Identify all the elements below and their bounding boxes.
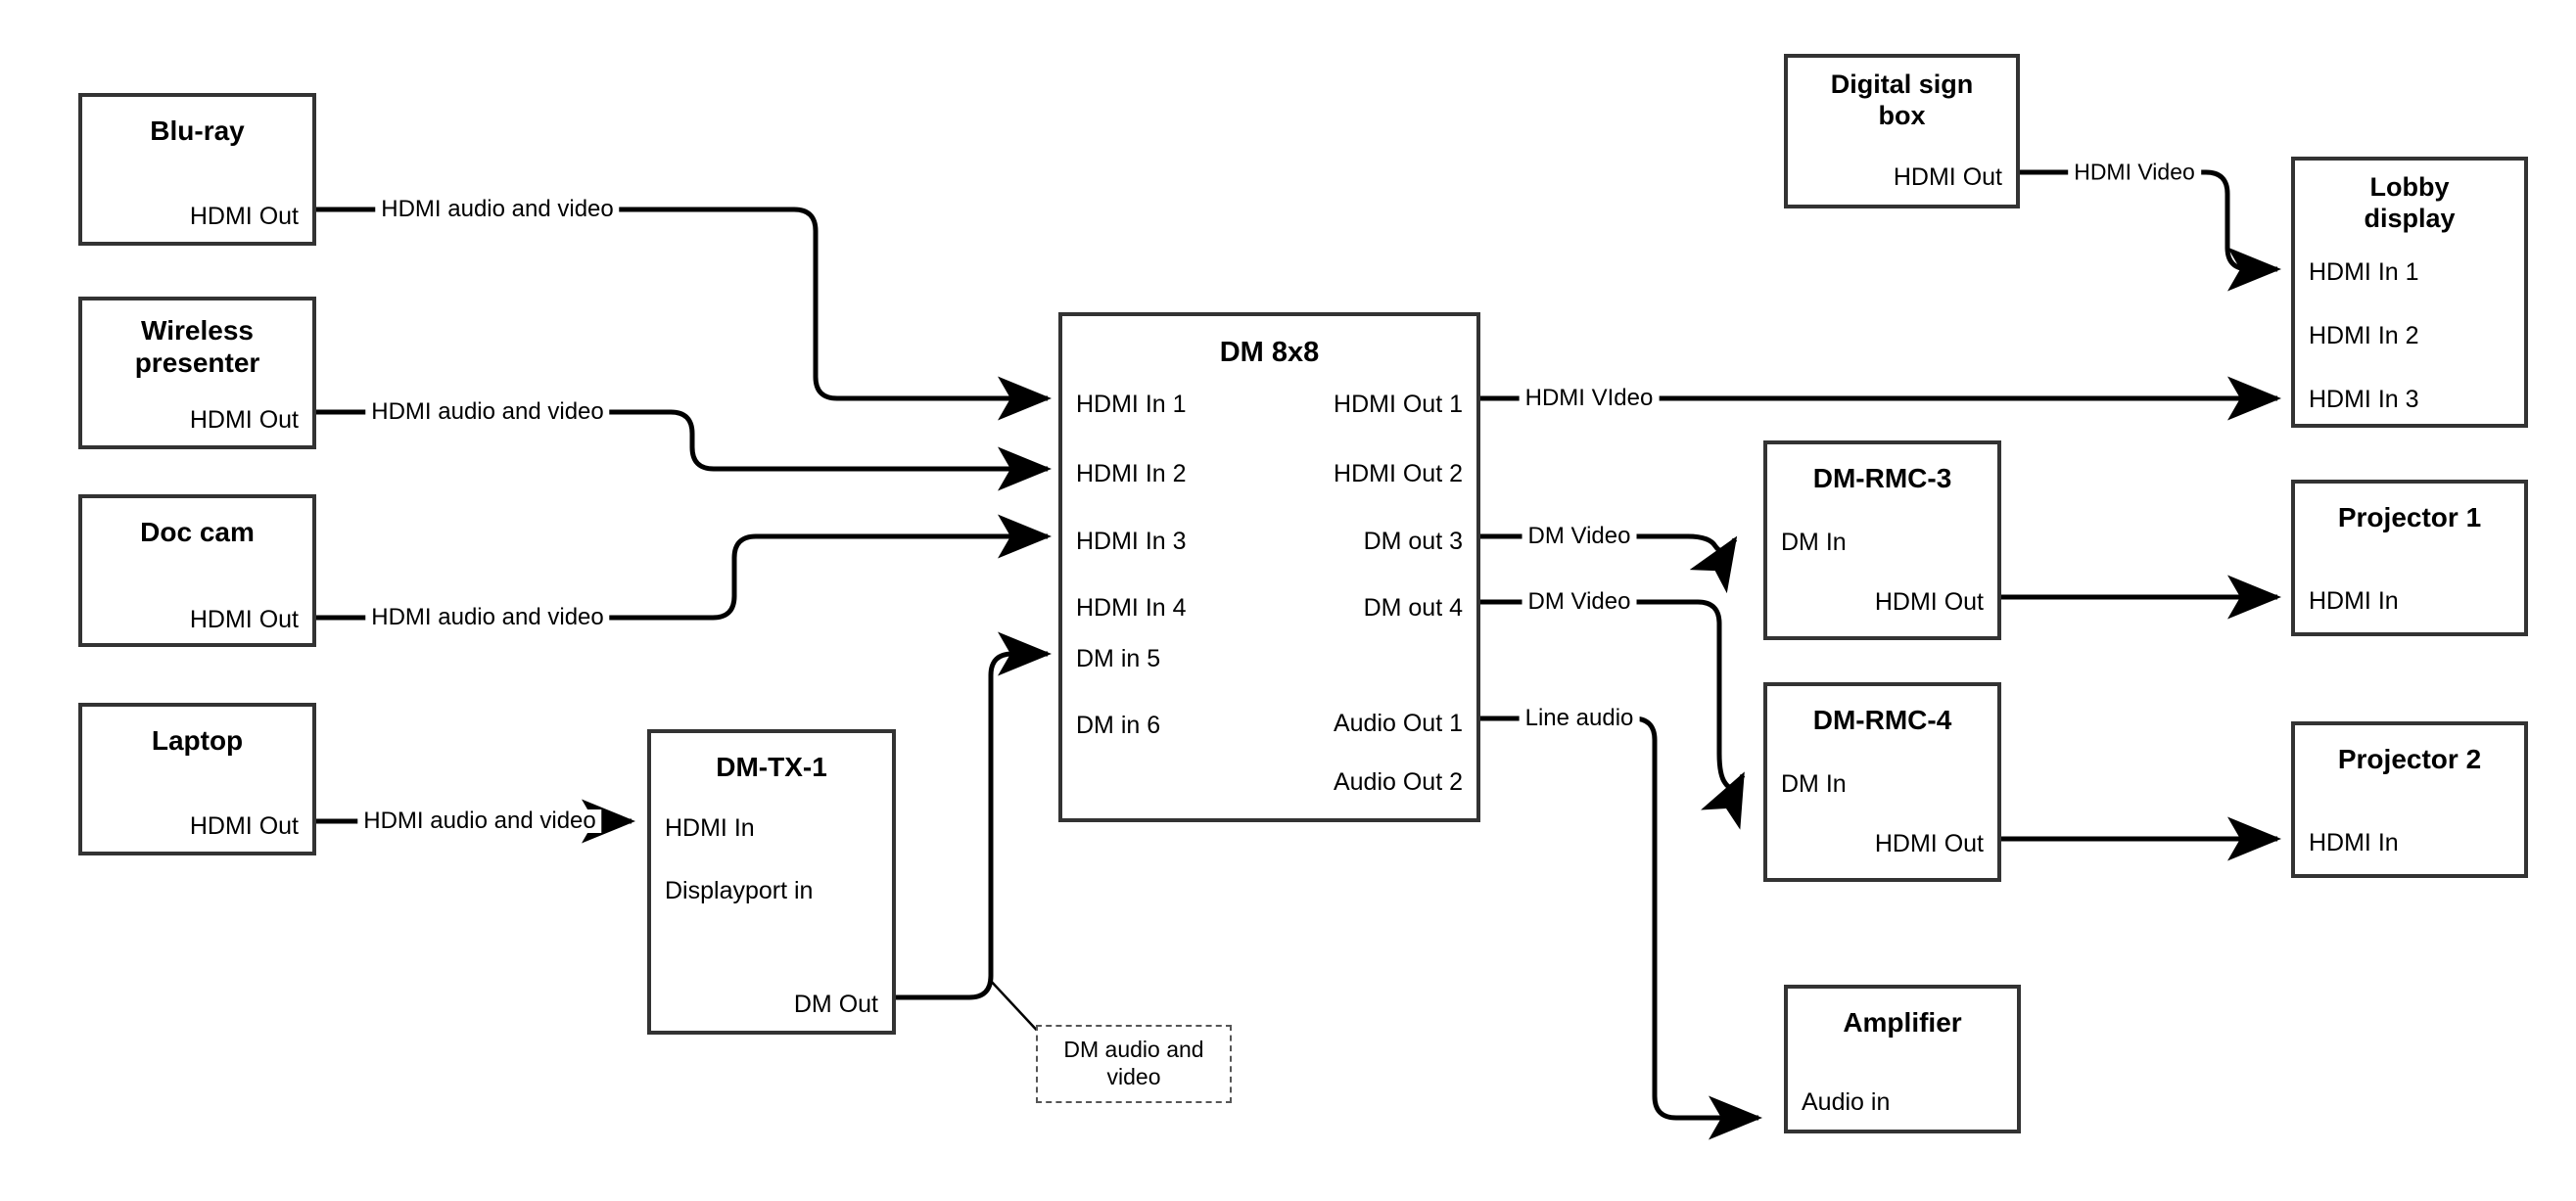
- node-dm-tx-1-title: DM-TX-1: [716, 752, 827, 782]
- node-bluray-title: Blu-ray: [150, 115, 245, 146]
- node-amplifier-title: Amplifier: [1843, 1007, 1962, 1038]
- node-dm-8x8-input-dm-in-6: DM in 6: [1076, 712, 1161, 739]
- note-dm-audio-and-video: DM audio and video: [1036, 1025, 1232, 1103]
- node-dm-rmc-4[interactable]: DM-RMC-4 DM In HDMI Out: [1763, 682, 2001, 882]
- node-dm-rmc-4-port-dm-in: DM In: [1781, 770, 1847, 798]
- node-amplifier[interactable]: Amplifier Audio in: [1784, 985, 2021, 1133]
- node-bluray-port-hdmi-out: HDMI Out: [189, 203, 299, 230]
- node-projector-2-title: Projector 2: [2337, 744, 2482, 774]
- node-wireless-presenter[interactable]: Wireless presenter HDMI Out: [78, 297, 316, 449]
- node-bluray[interactable]: Blu-ray HDMI Out: [78, 93, 316, 246]
- node-wireless-presenter-title: Wireless presenter: [134, 315, 260, 379]
- edge-label-audio-out-1-to-amplifier: Line audio: [1519, 707, 1640, 730]
- node-dm-tx-1-port-dm-out: DM Out: [793, 991, 878, 1018]
- edge-label-wireless-to-hdmi-in-2: HDMI audio and video: [365, 400, 610, 424]
- edge-label-bluray-to-hdmi-in-1: HDMI audio and video: [375, 198, 620, 221]
- node-dm-8x8-input-dm-in-5: DM in 5: [1076, 645, 1161, 672]
- node-projector-1[interactable]: Projector 1 HDMI In: [2291, 480, 2528, 636]
- node-dm-8x8-output-dm-out-4: DM out 4: [1363, 594, 1463, 622]
- node-lobby-display[interactable]: Lobby display HDMI In 1 HDMI In 2 HDMI I…: [2291, 157, 2528, 428]
- node-lobby-display-port-hdmi-in-3: HDMI In 3: [2309, 386, 2419, 413]
- wire-digitalsign-to-lobby-in-1: [2020, 169, 2282, 292]
- node-doc-cam-title: Doc cam: [140, 517, 255, 547]
- node-projector-2-port-hdmi-in: HDMI In: [2309, 829, 2399, 856]
- node-dm-rmc-3[interactable]: DM-RMC-3 DM In HDMI Out: [1763, 440, 2001, 640]
- node-digital-sign-box-title: Digital sign box: [1830, 69, 1974, 130]
- node-dm-tx-1-port-displayport-in: Displayport in: [665, 877, 814, 904]
- node-lobby-display-title: Lobby display: [2364, 172, 2456, 233]
- node-doc-cam[interactable]: Doc cam HDMI Out: [78, 494, 316, 647]
- node-dm-tx-1[interactable]: DM-TX-1 HDMI In Displayport in DM Out: [647, 729, 896, 1035]
- node-dm-8x8-output-hdmi-out-2: HDMI Out 2: [1334, 460, 1463, 487]
- node-projector-2[interactable]: Projector 2 HDMI In: [2291, 721, 2528, 878]
- edge-label-hdmi-out-1-to-lobby-in-3: HDMI VIdeo: [1519, 387, 1660, 410]
- node-digital-sign-box-port-hdmi-out: HDMI Out: [1893, 163, 2002, 191]
- node-dm-8x8-input-hdmi-in-1: HDMI In 1: [1076, 391, 1187, 418]
- node-dm-rmc-3-title: DM-RMC-3: [1812, 463, 1952, 493]
- edge-label-digitalsign-to-lobby: HDMI Video: [2068, 161, 2201, 184]
- node-dm-8x8-output-hdmi-out-1: HDMI Out 1: [1334, 391, 1463, 418]
- node-dm-tx-1-port-hdmi-in: HDMI In: [665, 814, 755, 842]
- note-dm-audio-and-video-text: DM audio and video: [1063, 1037, 1204, 1089]
- node-dm-rmc-4-port-hdmi-out: HDMI Out: [1874, 830, 1984, 857]
- wire-dm-out-4-to-rmc4: [1480, 599, 1746, 830]
- node-doc-cam-port-hdmi-out: HDMI Out: [189, 606, 299, 633]
- node-dm-rmc-3-port-dm-in: DM In: [1781, 529, 1847, 556]
- edge-label-doccam-to-hdmi-in-3: HDMI audio and video: [365, 606, 610, 629]
- wire-audio-out-1-to-amplifier: [1480, 716, 1763, 1140]
- node-lobby-display-port-hdmi-in-2: HDMI In 2: [2309, 322, 2419, 349]
- node-laptop[interactable]: Laptop HDMI Out: [78, 703, 316, 855]
- node-wireless-presenter-port-hdmi-out: HDMI Out: [189, 406, 299, 434]
- node-projector-1-port-hdmi-in: HDMI In: [2309, 587, 2399, 615]
- node-dm-8x8[interactable]: DM 8x8 HDMI In 1 HDMI In 2 HDMI In 3 HDM…: [1058, 312, 1480, 822]
- edge-label-laptop-to-dmtx1: HDMI audio and video: [357, 809, 602, 833]
- node-dm-8x8-input-hdmi-in-4: HDMI In 4: [1076, 594, 1187, 622]
- edge-label-dm-out-4-to-rmc4: DM Video: [1522, 590, 1637, 614]
- node-dm-8x8-input-hdmi-in-2: HDMI In 2: [1076, 460, 1187, 487]
- edge-label-dm-out-3-to-rmc3: DM Video: [1522, 525, 1637, 548]
- node-laptop-title: Laptop: [151, 725, 244, 756]
- node-amplifier-port-audio-in: Audio in: [1802, 1088, 1891, 1116]
- node-laptop-port-hdmi-out: HDMI Out: [189, 812, 299, 840]
- wire-dmtx1-to-dm-in-5: [896, 631, 1053, 1000]
- node-dm-8x8-input-hdmi-in-3: HDMI In 3: [1076, 528, 1187, 555]
- node-lobby-display-port-hdmi-in-1: HDMI In 1: [2309, 258, 2419, 286]
- node-dm-rmc-4-title: DM-RMC-4: [1812, 705, 1952, 735]
- node-digital-sign-box[interactable]: Digital sign box HDMI Out: [1784, 54, 2020, 208]
- wire-bluray-to-hdmi-in-1: [316, 207, 1053, 421]
- node-dm-8x8-title: DM 8x8: [1219, 337, 1320, 368]
- node-dm-rmc-3-port-hdmi-out: HDMI Out: [1874, 588, 1984, 616]
- node-dm-8x8-output-audio-out-2: Audio Out 2: [1333, 768, 1463, 796]
- node-dm-8x8-output-dm-out-3: DM out 3: [1363, 528, 1463, 555]
- node-projector-1-title: Projector 1: [2337, 502, 2482, 532]
- node-dm-8x8-output-audio-out-1: Audio Out 1: [1333, 710, 1463, 737]
